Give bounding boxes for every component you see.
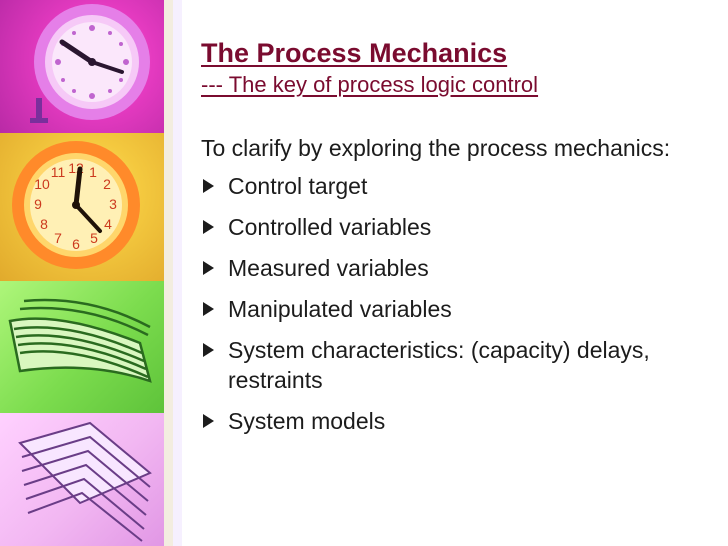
bullet-item: System models [201, 406, 701, 436]
svg-text:4: 4 [104, 216, 112, 232]
slide-title: The Process Mechanics [201, 38, 508, 68]
green-paper-stack-image [0, 281, 164, 413]
svg-text:6: 6 [72, 236, 80, 252]
svg-text:11: 11 [51, 164, 66, 180]
paper-stack-icon [18, 421, 152, 542]
clock-icon: 12 1 2 3 4 5 6 7 8 9 10 11 [12, 141, 140, 269]
orange-clock-image: 12 1 2 3 4 5 6 7 8 9 10 11 [0, 133, 164, 281]
bullet-list: Control target Controlled variables Meas… [201, 171, 701, 436]
decorative-stripe [173, 0, 182, 546]
slide-title-block: The Process Mechanics --- The key of pro… [201, 37, 721, 99]
decorative-stripe [164, 0, 173, 546]
decorative-image-strip: 12 1 2 3 4 5 6 7 8 9 10 11 [0, 0, 182, 546]
svg-text:1: 1 [89, 164, 97, 180]
svg-text:5: 5 [90, 230, 98, 246]
svg-text:2: 2 [103, 176, 111, 192]
svg-text:9: 9 [34, 196, 42, 212]
bullet-item: Controlled variables [201, 212, 701, 242]
intro-text: To clarify by exploring the process mech… [201, 135, 671, 161]
slide-subtitle: --- The key of process logic control [201, 72, 539, 97]
bullet-item: Manipulated variables [201, 294, 701, 324]
svg-text:7: 7 [54, 230, 62, 246]
clock-icon [30, 4, 150, 123]
svg-text:3: 3 [109, 196, 117, 212]
purple-clock-image [0, 0, 164, 133]
svg-text:8: 8 [40, 216, 48, 232]
pink-paper-stack-image [0, 413, 164, 546]
bullet-item: System characteristics: (capacity) delay… [201, 335, 701, 395]
paper-stack-icon [8, 298, 152, 383]
svg-text:10: 10 [34, 176, 50, 192]
slide-body: To clarify by exploring the process mech… [201, 133, 701, 447]
bullet-item: Control target [201, 171, 701, 201]
bullet-item: Measured variables [201, 253, 701, 283]
